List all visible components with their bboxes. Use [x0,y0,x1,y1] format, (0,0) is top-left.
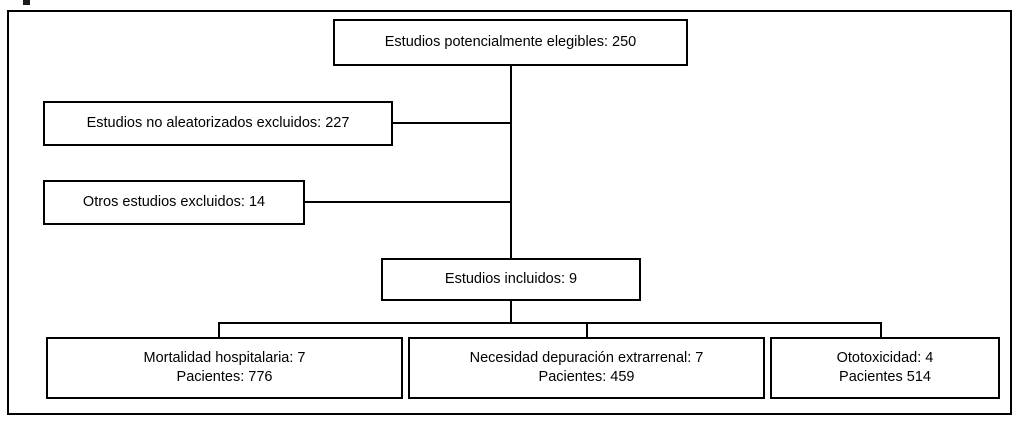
connector-branch-other [305,201,511,203]
node-eligible-studies-label: Estudios potencialmente elegibles: 250 [384,34,637,50]
node-outcome-ototoxicity-studies: Ototoxicidad: 4 [836,350,934,366]
node-outcome-renal-replacement-studies: Necesidad depuración extrarrenal: 7 [469,350,704,366]
connector-drop-rrt [586,322,588,338]
connector-branch-nonrandomized [393,122,511,124]
connector-trunk-vertical [510,66,512,258]
node-excluded-nonrandomized: Estudios no aleatorizados excluidos: 227 [43,101,393,146]
node-outcome-mortality-patients: Pacientes: 776 [176,369,273,385]
node-excluded-nonrandomized-label: Estudios no aleatorizados excluidos: 227 [86,115,350,131]
node-outcome-ototoxicity: Ototoxicidad: 4 Pacientes 514 [770,337,1000,399]
node-included-studies: Estudios incluidos: 9 [381,258,641,301]
node-excluded-other: Otros estudios excluidos: 14 [43,180,305,225]
connector-drop-ototoxicity [880,322,882,338]
node-outcome-renal-replacement: Necesidad depuración extrarrenal: 7 Paci… [408,337,765,399]
connector-drop-mortality [218,322,220,338]
node-eligible-studies: Estudios potencialmente elegibles: 250 [333,19,688,66]
connector-included-stem [510,300,512,324]
node-outcome-renal-replacement-patients: Pacientes: 459 [538,369,635,385]
node-outcome-mortality: Mortalidad hospitalaria: 7 Pacientes: 77… [46,337,403,399]
node-excluded-other-label: Otros estudios excluidos: 14 [82,194,266,210]
connector-distribution-bar [218,322,882,324]
node-outcome-mortality-studies: Mortalidad hospitalaria: 7 [143,350,306,366]
node-outcome-ototoxicity-patients: Pacientes 514 [839,369,931,385]
figure-frame [7,10,1012,415]
node-included-studies-label: Estudios incluidos: 9 [444,271,578,287]
caption-crumb [23,0,30,5]
